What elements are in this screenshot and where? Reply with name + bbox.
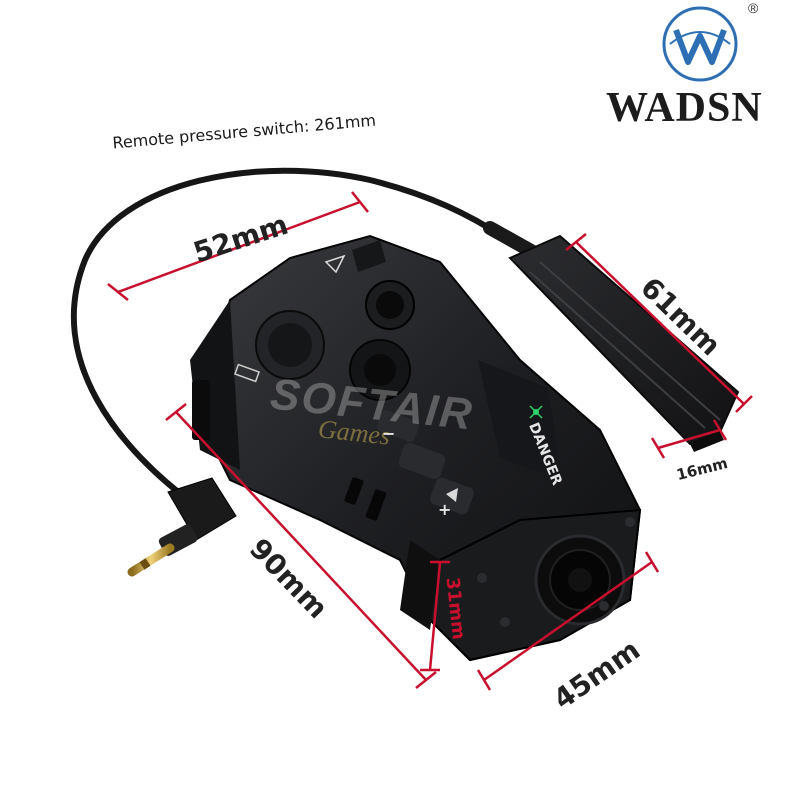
plus-label: + — [438, 500, 452, 519]
brand-name: WADSN — [606, 85, 763, 131]
minus-label: − — [382, 424, 396, 443]
brand-logo — [662, 6, 738, 82]
remote-cable — [71, 167, 508, 508]
dimension-lines — [107, 191, 753, 691]
cable-plug — [127, 477, 237, 577]
remote-pressure-pad — [508, 234, 740, 452]
brand-registered-mark: ® — [748, 0, 759, 16]
